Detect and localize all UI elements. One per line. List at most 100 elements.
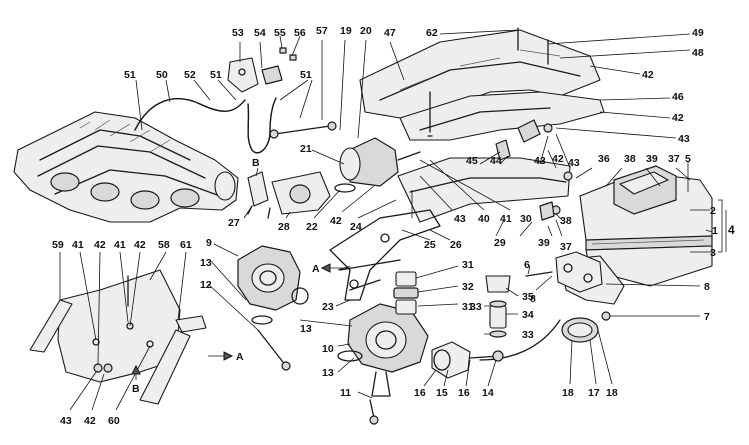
callout-11: 11 (340, 387, 351, 399)
callout-22: 22 (306, 221, 318, 233)
callout-31: 31 (462, 259, 474, 271)
callout-44: 44 (490, 155, 502, 167)
callout-41: 41 (500, 213, 512, 225)
bypass-valve-stack (393, 271, 511, 338)
coupling-15 (431, 341, 471, 379)
callout-43: 43 (678, 133, 690, 145)
callout-48: 48 (692, 47, 704, 59)
callout-18: 18 (606, 387, 618, 399)
callout-37: 37 (668, 153, 680, 165)
callout-A: A (312, 263, 320, 275)
callout-40: 40 (478, 213, 490, 225)
callout-13: 13 (200, 257, 212, 269)
callout-17: 17 (588, 387, 600, 399)
mounting-bracket-cluster (427, 27, 573, 221)
callout-53: 53 (232, 27, 244, 39)
callout-33: 33 (470, 301, 482, 313)
callout-59: 59 (52, 239, 64, 251)
callout-42: 42 (552, 153, 564, 165)
callout-26: 26 (450, 239, 462, 251)
callout-36: 36 (598, 153, 610, 165)
vacuum-hose-50 (134, 98, 246, 131)
callout-35: 35 (522, 291, 534, 303)
callout-32: 32 (462, 281, 474, 293)
callout-37: 37 (560, 241, 572, 253)
wastegate-valve-21 (334, 137, 421, 193)
callout-13: 13 (322, 367, 334, 379)
callout-43: 43 (568, 157, 580, 169)
heat-shield-46 (399, 91, 605, 141)
callout-42: 42 (84, 415, 96, 427)
callout-55: 55 (274, 27, 286, 39)
callout-60: 60 (108, 415, 120, 427)
callout-A: A (236, 351, 244, 363)
callout-13: 13 (300, 323, 312, 335)
callout-50: 50 (156, 69, 168, 81)
air-duct-29 (397, 157, 571, 223)
group-bracket-1-4 (718, 199, 723, 253)
callout-27: 27 (228, 217, 240, 229)
callout-12: 12 (200, 279, 212, 291)
pipe-57 (269, 121, 337, 139)
callout-62: 62 (426, 27, 438, 39)
callout-B: B (132, 383, 140, 395)
callout-34: 34 (522, 309, 534, 321)
exhaust-flange-27 (247, 171, 331, 219)
air-filter-box (579, 165, 713, 287)
callout-57: 57 (316, 25, 328, 37)
callout-45: 45 (466, 155, 478, 167)
hose-52 (247, 97, 277, 154)
callout-16: 16 (458, 387, 470, 399)
callout-31: 31 (462, 301, 474, 313)
callout-29: 29 (494, 237, 506, 249)
callout-47: 47 (384, 27, 396, 39)
callout-39: 39 (646, 153, 658, 165)
callout-4: 4 (728, 223, 735, 237)
callout-24: 24 (350, 221, 362, 233)
callout-3: 3 (710, 247, 716, 259)
callout-42: 42 (672, 112, 684, 124)
callout-1: 1 (712, 225, 718, 237)
callout-38: 38 (624, 153, 636, 165)
callout-14: 14 (482, 387, 494, 399)
callout-8: 8 (530, 293, 536, 305)
reference-arrows (131, 263, 352, 380)
callout-42: 42 (134, 239, 146, 251)
callout-41: 41 (72, 239, 84, 251)
callout-38: 38 (560, 215, 572, 227)
callout-30: 30 (520, 213, 532, 225)
callout-18: 18 (562, 387, 574, 399)
callout-25: 25 (424, 239, 436, 251)
callout-7: 7 (704, 311, 710, 323)
callout-54: 54 (254, 27, 266, 39)
leader-lines (59, 29, 727, 411)
callout-43: 43 (534, 155, 546, 167)
callout-41: 41 (114, 239, 126, 251)
callout-23: 23 (322, 301, 334, 313)
callout-42: 42 (642, 69, 654, 81)
callout-43: 43 (60, 415, 72, 427)
bracket-53 (227, 47, 297, 93)
callout-15: 15 (436, 387, 448, 399)
callout-B: B (252, 157, 260, 169)
callout-2: 2 (710, 205, 716, 217)
callout-8: 8 (704, 281, 710, 293)
callout-51: 51 (300, 69, 312, 81)
exhaust-manifold (525, 251, 611, 321)
callout-51: 51 (210, 69, 222, 81)
callout-10: 10 (322, 343, 334, 355)
callout-58: 58 (158, 239, 170, 251)
callout-46: 46 (672, 91, 684, 103)
support-frame (329, 209, 441, 301)
callout-49: 49 (692, 27, 704, 39)
callout-5: 5 (685, 153, 691, 165)
callout-20: 20 (360, 25, 372, 37)
rod-11 (369, 399, 379, 425)
intake-manifold (13, 111, 239, 223)
callout-56: 56 (294, 27, 306, 39)
callout-16: 16 (414, 387, 426, 399)
turbocharger-10 (337, 303, 429, 397)
pipe-14 (469, 350, 504, 362)
callout-39: 39 (538, 237, 550, 249)
